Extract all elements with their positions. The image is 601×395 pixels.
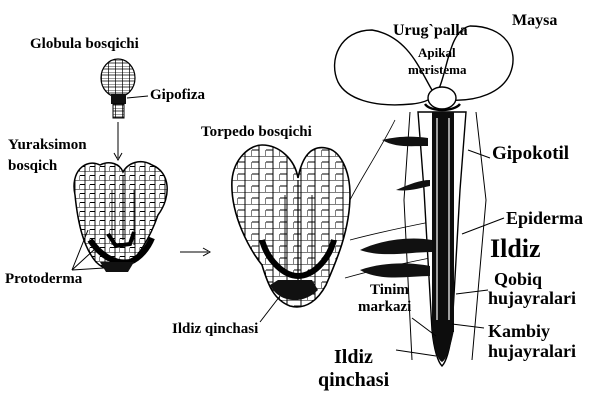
label-tinim-line1: Tinim — [370, 283, 409, 298]
label-qobiq-line1: Qobiq — [494, 270, 542, 288]
label-apikal-line2: meristema — [408, 63, 466, 76]
label-yuraksimon-line2: bosqich — [8, 159, 57, 174]
label-ildiz-qinchasi-big-line2: qinchasi — [318, 370, 389, 390]
globular-embryo — [101, 59, 135, 118]
label-kambiy-line1: Kambiy — [488, 322, 550, 340]
torpedo-embryo — [232, 145, 350, 307]
torpedo-ildiz-qinchasi-pointer — [260, 296, 280, 322]
label-protoderma: Protoderma — [5, 272, 82, 287]
gipofiza-pointer — [127, 96, 148, 98]
label-urug-palla: Urug`palla — [393, 23, 468, 39]
label-epiderma: Epiderma — [506, 209, 583, 227]
label-tinim-line2: markazi — [358, 300, 411, 315]
label-apikal-line1: Apikal — [418, 46, 456, 59]
label-qobiq-line2: hujayralari — [488, 289, 576, 307]
label-globula-bosqichi: Globula bosqichi — [30, 37, 139, 52]
label-ildiz-qinchasi-big-line1: Ildiz — [334, 347, 373, 367]
label-gipofiza: Gipofiza — [150, 88, 205, 103]
stage-arrow-1 — [114, 122, 122, 160]
stage-arrow-2 — [180, 248, 210, 256]
label-ildiz: Ildiz — [490, 236, 541, 262]
label-ildiz-qinchasi-small: Ildiz qinchasi — [172, 322, 258, 337]
label-kambiy-line2: hujayralari — [488, 342, 576, 360]
label-yuraksimon-line1: Yuraksimon — [8, 138, 87, 153]
label-maysa: Maysa — [512, 13, 557, 29]
label-gipokotil: Gipokotil — [492, 144, 569, 163]
seedling — [335, 26, 513, 366]
label-torpedo-bosqichi: Torpedo bosqichi — [201, 125, 312, 140]
